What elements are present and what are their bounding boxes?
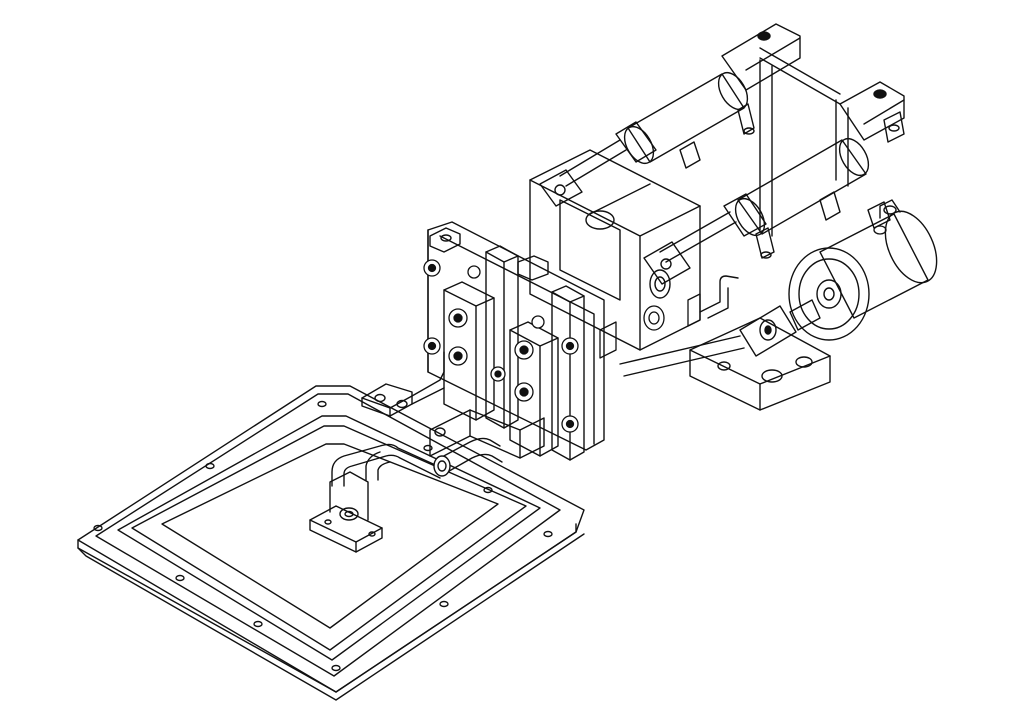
clamp-module-left — [443, 281, 495, 421]
detail-fittings — [599, 225, 887, 359]
central-body — [529, 149, 831, 411]
plate-holes — [93, 400, 553, 672]
guide-frame — [759, 47, 849, 237]
clamp-modules — [427, 221, 605, 461]
pneumatic-cylinder-lower — [643, 81, 905, 285]
clamp-module-right — [509, 321, 559, 457]
center-fitting — [309, 471, 383, 553]
rotary-actuator — [788, 199, 938, 341]
hose-loop — [331, 437, 503, 487]
pneumatic-cylinder-upper — [539, 23, 801, 207]
linkage-rod — [619, 275, 821, 377]
clamp-screws — [423, 259, 579, 433]
